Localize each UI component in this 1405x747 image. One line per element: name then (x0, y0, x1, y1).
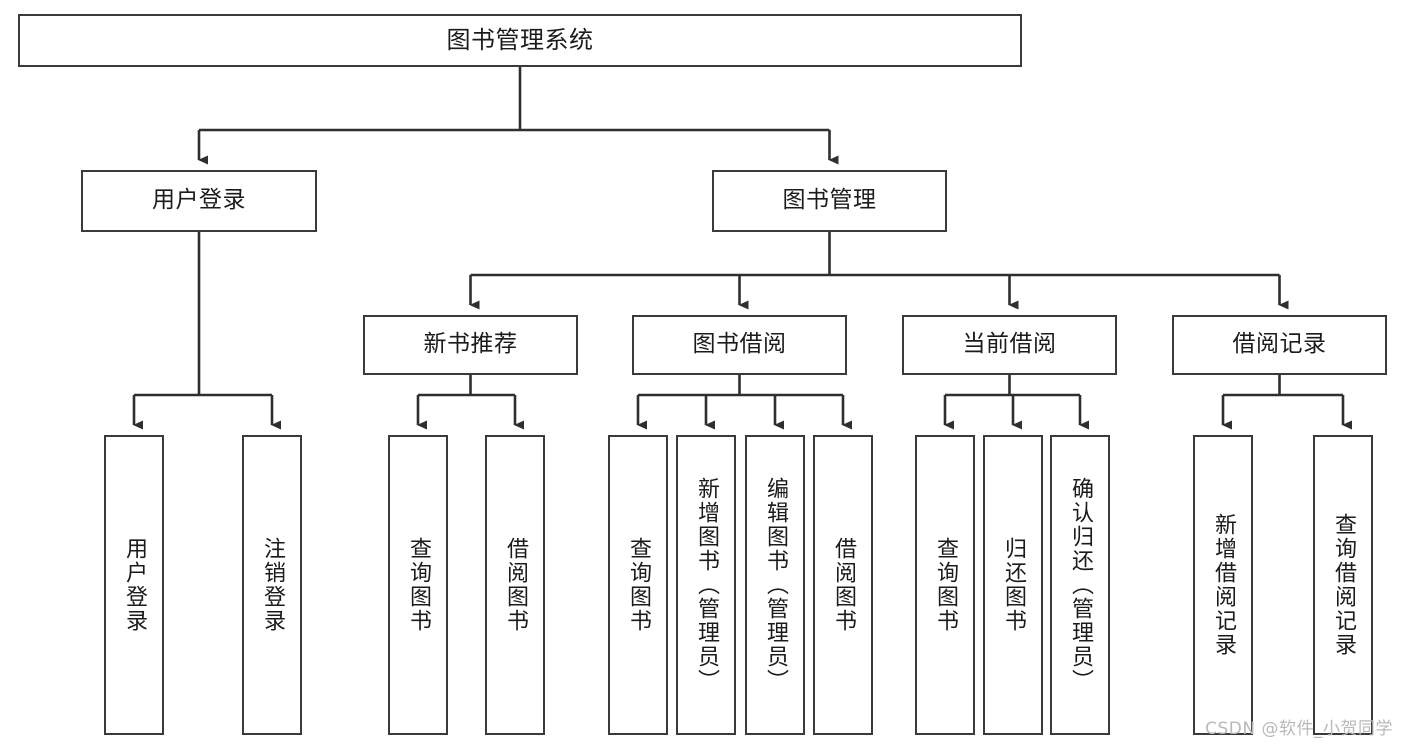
node-leaf-3[interactable]: 查询图书 (388, 435, 448, 735)
node-leaf-11[interactable]: 确认归还（管理员） (1050, 435, 1110, 735)
node-label: 查询图书 (406, 537, 431, 633)
node-leaf-2[interactable]: 注销登录 (242, 435, 302, 735)
node-borrow[interactable]: 图书借阅 (632, 315, 847, 375)
node-label: 当前借阅 (962, 331, 1057, 358)
node-newbook[interactable]: 新书推荐 (363, 315, 578, 375)
node-leaf-4[interactable]: 借阅图书 (485, 435, 545, 735)
node-label: 图书管理系统 (446, 26, 594, 55)
node-leaf-12[interactable]: 新增借阅记录 (1193, 435, 1253, 735)
node-records[interactable]: 借阅记录 (1172, 315, 1387, 375)
node-label: 注销登录 (260, 537, 285, 633)
node-label: 查询图书 (626, 537, 651, 633)
node-label: 新增图书（管理员） (694, 477, 719, 693)
node-leaf-7[interactable]: 编辑图书（管理员） (745, 435, 805, 735)
node-root[interactable]: 图书管理系统 (18, 14, 1022, 67)
node-leaf-13[interactable]: 查询借阅记录 (1313, 435, 1373, 735)
node-label: 借阅图书 (503, 537, 528, 633)
node-bookmgmt[interactable]: 图书管理 (712, 170, 947, 232)
node-label: 借阅记录 (1232, 331, 1327, 358)
node-leaf-10[interactable]: 归还图书 (983, 435, 1043, 735)
node-label: 图书管理 (782, 187, 877, 214)
node-label: 新增借阅记录 (1211, 513, 1236, 657)
node-leaf-1[interactable]: 用户登录 (104, 435, 164, 735)
node-current[interactable]: 当前借阅 (902, 315, 1117, 375)
node-leaf-8[interactable]: 借阅图书 (813, 435, 873, 735)
node-label: 借阅图书 (831, 537, 856, 633)
node-label: 新书推荐 (423, 331, 518, 358)
node-label: 归还图书 (1001, 537, 1026, 633)
node-label: 查询图书 (933, 537, 958, 633)
node-login[interactable]: 用户登录 (81, 170, 317, 232)
node-label: 确认归还（管理员） (1068, 477, 1093, 693)
node-label: 用户登录 (152, 187, 246, 214)
node-leaf-6[interactable]: 新增图书（管理员） (676, 435, 736, 735)
node-leaf-9[interactable]: 查询图书 (915, 435, 975, 735)
node-leaf-5[interactable]: 查询图书 (608, 435, 668, 735)
node-label: 编辑图书（管理员） (763, 477, 788, 693)
node-label: 图书借阅 (692, 331, 787, 358)
node-label: 查询借阅记录 (1331, 513, 1356, 657)
node-label: 用户登录 (122, 537, 147, 633)
